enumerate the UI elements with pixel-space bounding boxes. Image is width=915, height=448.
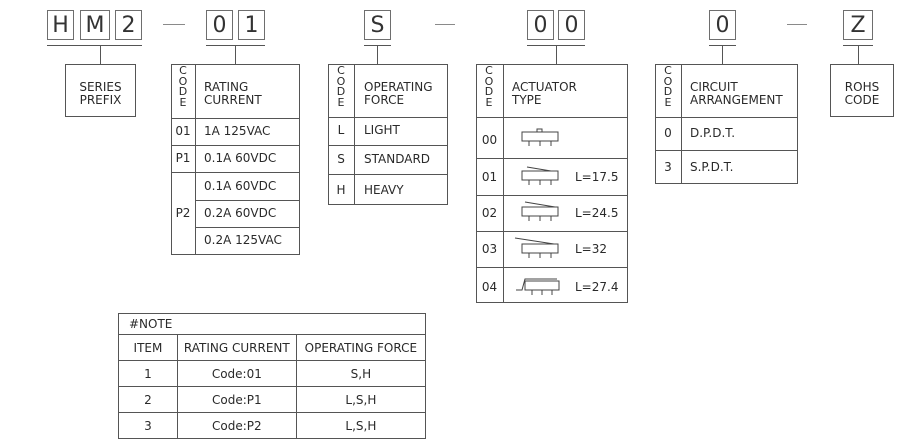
actuator-code-03: 03 xyxy=(481,242,498,256)
rating-value-p2-a: 0.1A 60VDC xyxy=(204,179,277,193)
rating-value-p1: 0.1A 60VDC xyxy=(204,151,277,165)
code-char-h: H xyxy=(47,10,74,40)
actuator-code-char-1: 0 xyxy=(527,10,554,40)
note-header-row: ITEM RATING CURRENT OPERATING FORCE xyxy=(118,334,427,361)
circuit-arrangement-table xyxy=(655,64,798,184)
note-rating: Code:01 xyxy=(176,360,297,387)
rating-header-line2: CURRENT xyxy=(204,93,262,107)
force-code-l: L xyxy=(337,123,345,137)
actuator-length-02: L=24.5 xyxy=(575,206,619,220)
code-char-m: M xyxy=(80,10,110,40)
rating-code-char-2: 1 xyxy=(238,10,265,40)
rohs-label-line2: CODE xyxy=(844,93,880,107)
force-code-h: H xyxy=(336,183,346,197)
rating-value-01: 1A 125VAC xyxy=(204,124,271,138)
note-header-force: OPERATING FORCE xyxy=(295,334,427,361)
actuator-code-04: 04 xyxy=(481,280,498,294)
rating-code-p1: P1 xyxy=(175,151,191,165)
rating-value-p2-b: 0.2A 60VDC xyxy=(204,206,277,220)
force-code-s: S xyxy=(337,152,345,166)
circuit-label-dpdt: D.P.D.T. xyxy=(690,126,736,140)
rating-code-01: 01 xyxy=(175,124,191,138)
table-row: 2 Code:P1 L,S,H xyxy=(118,386,427,413)
series-prefix-box xyxy=(65,64,136,117)
note-item: 1 xyxy=(118,360,178,387)
table-row: 3 Code:P2 L,S,H xyxy=(118,412,427,439)
table-row: 1 Code:01 S,H xyxy=(118,360,427,387)
actuator-code-02: 02 xyxy=(481,206,498,220)
medium-lever-icon xyxy=(521,201,559,221)
rating-current-table xyxy=(171,64,300,255)
circuit-header-line2: ARRANGEMENT xyxy=(690,93,783,107)
note-title-row: #NOTE xyxy=(118,313,426,335)
series-label-line1: SERIES xyxy=(79,80,122,94)
separator-dash xyxy=(163,24,185,25)
actuator-type-table xyxy=(476,64,628,303)
rating-header-line1: RATING xyxy=(204,80,249,94)
rating-connector xyxy=(235,45,236,64)
separator-dash xyxy=(787,24,807,25)
code-char-2: 2 xyxy=(115,10,142,40)
note-title: #NOTE xyxy=(118,313,426,335)
note-header-item: ITEM xyxy=(118,334,178,361)
actuator-length-04: L=27.4 xyxy=(575,280,619,294)
force-header-line2: FORCE xyxy=(364,93,405,107)
actuator-connector xyxy=(556,45,557,64)
circuit-connector xyxy=(722,45,723,64)
note-rating: Code:P1 xyxy=(176,386,297,413)
note-force: L,S,H xyxy=(295,412,427,439)
rohs-connector xyxy=(858,45,859,64)
actuator-code-01: 01 xyxy=(481,170,498,184)
rohs-label-line1: ROHS xyxy=(844,80,880,94)
circuit-label-spdt: S.P.D.T. xyxy=(690,160,734,174)
force-label-light: LIGHT xyxy=(364,123,400,137)
rating-code-p2: P2 xyxy=(175,206,191,220)
long-lever-icon xyxy=(514,237,559,258)
note-table: #NOTE ITEM RATING CURRENT OPERATING FORC… xyxy=(118,313,427,439)
actuator-code-00: 00 xyxy=(481,133,498,147)
force-label-standard: STANDARD xyxy=(364,152,431,166)
circuit-header-line1: CIRCUIT xyxy=(690,80,738,94)
circuit-code-0: 0 xyxy=(664,126,672,140)
note-item: 3 xyxy=(118,412,178,439)
note-rating: Code:P2 xyxy=(176,412,297,439)
force-connector xyxy=(377,45,378,64)
rating-code-char-1: 0 xyxy=(206,10,233,40)
short-lever-icon xyxy=(521,166,559,185)
force-code-char: S xyxy=(364,10,391,40)
operating-force-table xyxy=(328,64,448,205)
note-item: 2 xyxy=(118,386,178,413)
actuator-length-03: L=32 xyxy=(575,242,608,256)
circuit-code-3: 3 xyxy=(664,160,672,174)
actuator-code-char-2: 0 xyxy=(558,10,585,40)
series-connector xyxy=(100,45,101,64)
pin-plunger-icon xyxy=(521,128,559,146)
note-header-rating: RATING CURRENT xyxy=(176,334,297,361)
series-bracket xyxy=(47,45,142,46)
actuator-header-line1: ACTUATOR xyxy=(512,80,577,94)
force-label-heavy: HEAVY xyxy=(364,183,404,197)
actuator-header-line2: TYPE xyxy=(512,93,542,107)
series-label-line2: PREFIX xyxy=(79,93,122,107)
separator-dash xyxy=(435,24,455,25)
rohs-code-char: Z xyxy=(843,10,873,40)
note-force: S,H xyxy=(295,360,427,387)
note-force: L,S,H xyxy=(295,386,427,413)
actuator-length-01: L=17.5 xyxy=(575,170,619,184)
rohs-code-box xyxy=(830,64,894,117)
circuit-code-char: 0 xyxy=(709,10,736,40)
force-header-line1: OPERATING xyxy=(364,80,433,94)
rating-value-p2-c: 0.2A 125VAC xyxy=(204,233,282,247)
bent-lever-icon xyxy=(516,278,560,295)
